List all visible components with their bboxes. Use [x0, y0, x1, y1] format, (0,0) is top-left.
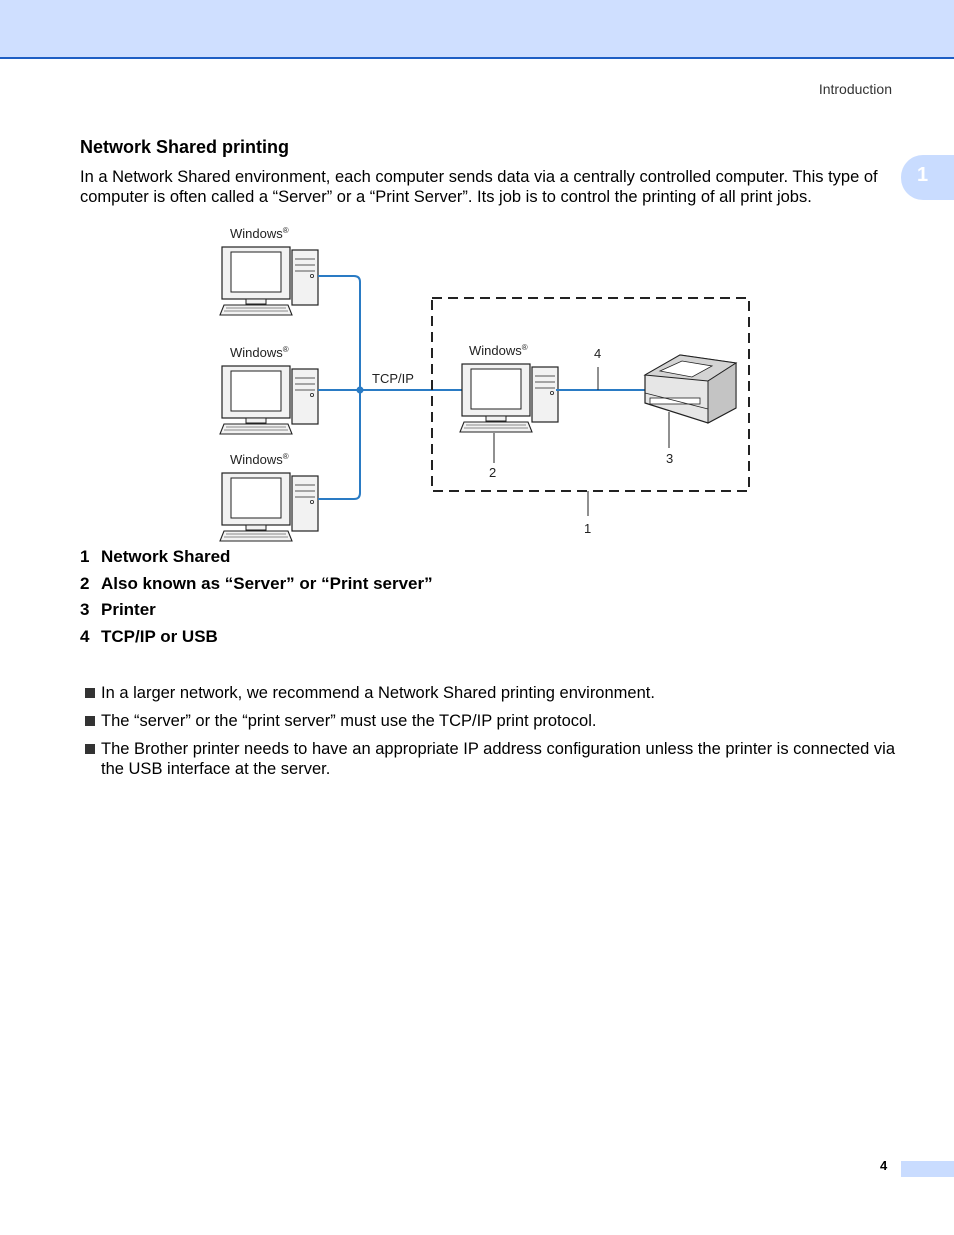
- square-bullet-icon: [85, 744, 95, 754]
- legend-number: 3: [80, 600, 90, 620]
- network-diagram: Windows® Windows® Windows® TCP/IP Window…: [219, 226, 750, 542]
- client-3-os-label: Windows®: [230, 452, 289, 467]
- page-number: 4: [880, 1158, 888, 1173]
- square-bullet-icon: [85, 716, 95, 726]
- legend-item-3: 3 Printer: [80, 600, 433, 627]
- chapter-number: 1: [917, 164, 929, 186]
- server-os-label: Windows®: [469, 343, 528, 358]
- legend-text: TCP/IP or USB: [101, 627, 218, 647]
- intro-paragraph: In a Network Shared environment, each co…: [80, 168, 878, 206]
- note-text: The Brother printer needs to have an app…: [101, 740, 896, 778]
- chapter-tab: 1: [901, 155, 954, 200]
- diagram-legend: 1 Network Shared 2 Also known as “Server” …: [80, 547, 433, 654]
- client-computer-1-icon: [219, 246, 319, 316]
- protocol-label: TCP/IP: [372, 371, 414, 386]
- legend-item-1: 1 Network Shared: [80, 547, 433, 574]
- square-bullet-icon: [85, 688, 95, 698]
- callout-2: 2: [489, 465, 496, 480]
- notes-list: In a larger network, we recommend a Netw…: [80, 683, 900, 787]
- section-heading: Network Shared printing: [80, 137, 290, 157]
- note-item: The “server” or the “print server” must …: [80, 711, 900, 731]
- client-computer-3-icon: [219, 472, 319, 542]
- callout-4: 4: [594, 346, 601, 361]
- legend-text: Network Shared: [101, 547, 231, 566]
- note-item: The Brother printer needs to have an app…: [80, 739, 900, 779]
- callout-1: 1: [584, 521, 591, 536]
- client-2-os-label: Windows®: [230, 345, 289, 360]
- legend-number: 4: [80, 627, 90, 647]
- printer-icon: [643, 354, 738, 424]
- legend-item-4: 4 TCP/IP or USB: [80, 627, 433, 654]
- header-band: [0, 0, 954, 59]
- network-bus-line: [318, 275, 361, 500]
- client-computer-2-icon: [219, 365, 319, 435]
- page-tab: [901, 1161, 954, 1177]
- legend-number: 1: [80, 547, 90, 566]
- section-label: Introduction: [818, 81, 892, 97]
- client-1-os-label: Windows®: [230, 226, 289, 241]
- note-text: The “server” or the “print server” must …: [101, 712, 597, 730]
- note-text: In a larger network, we recommend a Netw…: [101, 684, 655, 702]
- legend-text: Also known as “Server” or “Print server”: [101, 573, 433, 593]
- callout-3: 3: [666, 451, 673, 466]
- legend-item-2: 2 Also known as “Server” or “Print server…: [80, 574, 433, 601]
- legend-text: Printer: [101, 600, 156, 620]
- note-item: In a larger network, we recommend a Netw…: [80, 683, 900, 703]
- legend-number: 2: [80, 573, 90, 593]
- network-junction: [356, 386, 364, 394]
- server-computer-icon: [459, 363, 559, 433]
